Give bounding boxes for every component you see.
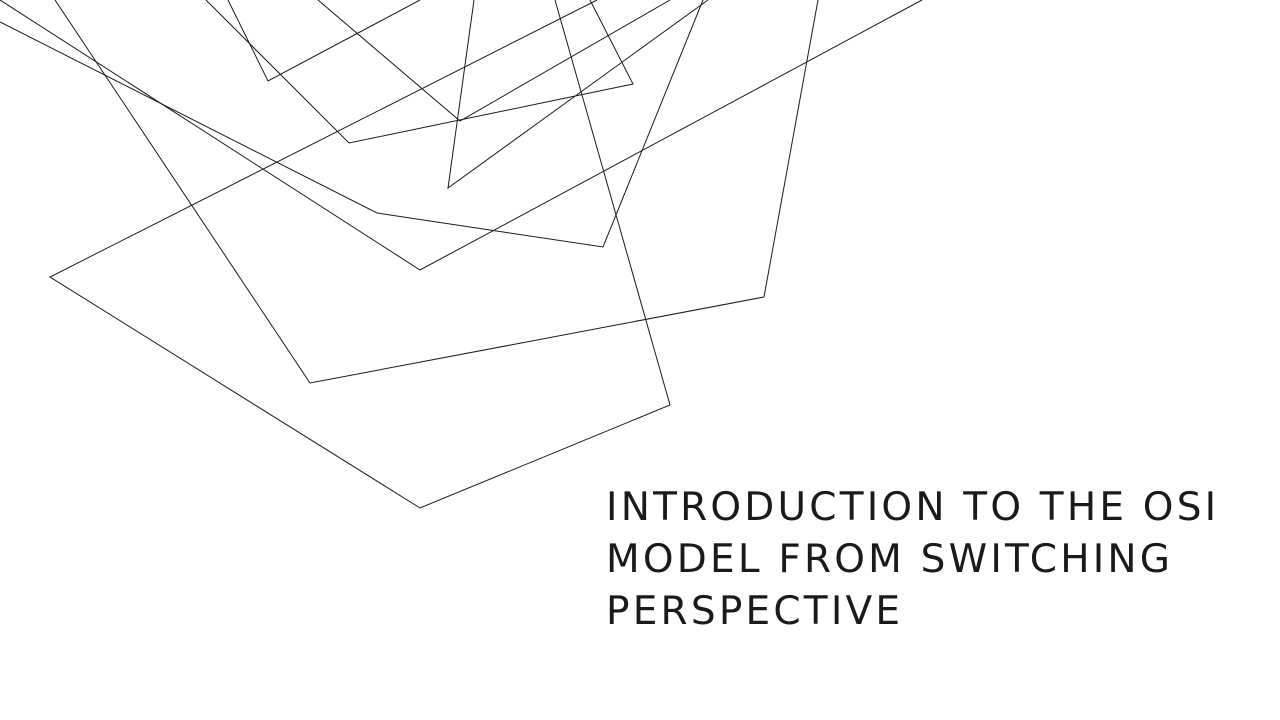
line-art-path-8 <box>447 0 709 190</box>
line-art-path-1 <box>0 0 704 248</box>
title-line-3: PERSPECTIVE <box>606 589 904 634</box>
line-art-path-7 <box>317 0 671 122</box>
title-line-1: INTRODUCTION TO THE OSI <box>606 485 1220 530</box>
line-art-path-5 <box>205 0 634 144</box>
line-art-path-2 <box>0 0 923 271</box>
title-line-2: MODEL FROM SWITCHING <box>606 537 1174 582</box>
line-art-path-6 <box>227 0 421 82</box>
line-art-path-4 <box>48 0 671 509</box>
line-art-path-3 <box>54 0 819 384</box>
slide-title: INTRODUCTION TO THE OSI MODEL FROM SWITC… <box>606 482 1266 638</box>
